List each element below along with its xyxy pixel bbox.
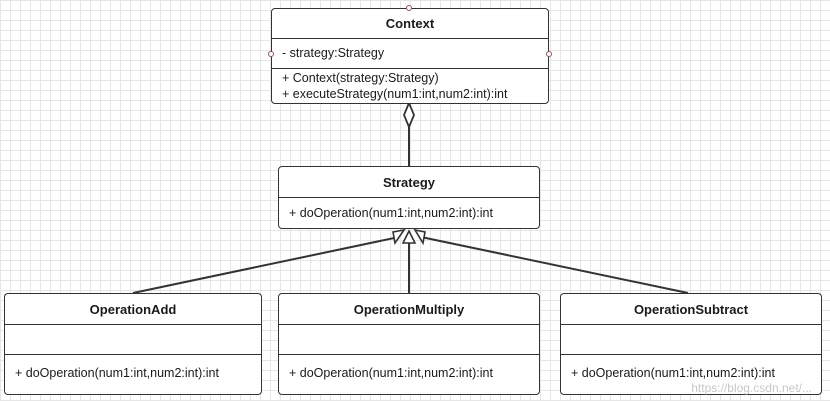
- class-strategy-name: Strategy: [279, 167, 539, 198]
- class-context-attribute: - strategy:Strategy: [282, 46, 385, 60]
- realization-arrowhead-add: [392, 228, 406, 246]
- class-operation-add-attributes: [5, 325, 261, 355]
- class-operation-subtract-operation: + doOperation(num1:int,num2:int):int: [571, 366, 775, 380]
- class-operation-add-operation: + doOperation(num1:int,num2:int):int: [15, 366, 219, 380]
- class-context-operation: + Context(strategy:Strategy): [282, 71, 439, 85]
- realization-line-subtract[interactable]: [420, 236, 689, 294]
- class-operation-multiply-attributes: [279, 325, 539, 355]
- class-operation-multiply-operation: + doOperation(num1:int,num2:int):int: [289, 366, 493, 380]
- selection-handle-right[interactable]: [546, 51, 552, 57]
- realization-line-add[interactable]: [132, 236, 400, 294]
- class-operation-subtract[interactable]: OperationSubtract + doOperation(num1:int…: [560, 293, 822, 395]
- class-operation-add[interactable]: OperationAdd + doOperation(num1:int,num2…: [4, 293, 262, 395]
- class-strategy[interactable]: Strategy + doOperation(num1:int,num2:int…: [278, 166, 540, 229]
- class-operation-add-operations: + doOperation(num1:int,num2:int):int: [5, 355, 261, 394]
- class-strategy-operations: + doOperation(num1:int,num2:int):int: [279, 198, 539, 228]
- realization-arrowhead-multiply: [401, 229, 417, 244]
- class-operation-subtract-name: OperationSubtract: [561, 294, 821, 325]
- realization-arrowhead-subtract: [413, 228, 426, 246]
- class-operation-subtract-operations: + doOperation(num1:int,num2:int):int: [561, 355, 821, 394]
- class-operation-multiply-name: OperationMultiply: [279, 294, 539, 325]
- class-context-operation: + executeStrategy(num1:int,num2:int):int: [282, 87, 508, 101]
- class-context-attributes: - strategy:Strategy: [272, 39, 548, 69]
- class-operation-subtract-attributes: [561, 325, 821, 355]
- aggregation-diamond: [403, 100, 415, 130]
- class-operation-multiply-operations: + doOperation(num1:int,num2:int):int: [279, 355, 539, 394]
- class-context-operations: + Context(strategy:Strategy) + executeSt…: [272, 69, 548, 103]
- class-context-name: Context: [272, 9, 548, 39]
- class-operation-add-name: OperationAdd: [5, 294, 261, 325]
- selection-handle-top[interactable]: [406, 5, 412, 11]
- class-context[interactable]: Context - strategy:Strategy + Context(st…: [271, 8, 549, 104]
- class-strategy-operation: + doOperation(num1:int,num2:int):int: [289, 206, 493, 220]
- class-operation-multiply[interactable]: OperationMultiply + doOperation(num1:int…: [278, 293, 540, 395]
- watermark: https://blog.csdn.net/...: [691, 381, 812, 395]
- selection-handle-left[interactable]: [268, 51, 274, 57]
